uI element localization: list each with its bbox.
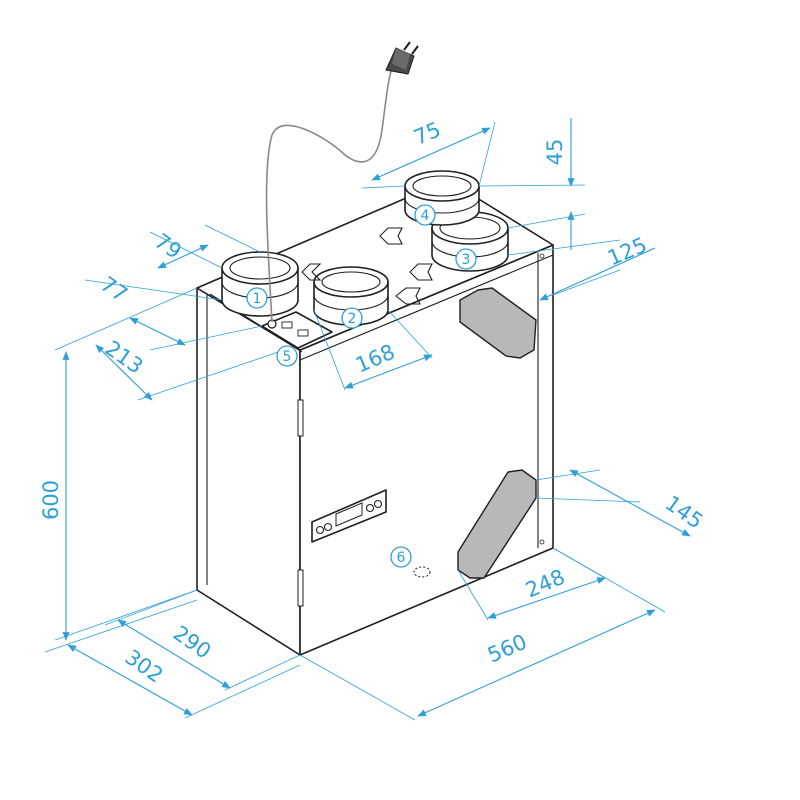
top-control-box	[261, 311, 333, 349]
marker-2: 2	[341, 307, 363, 329]
dimension-145: 145	[535, 469, 708, 537]
dimension-600: 600	[39, 287, 198, 641]
svg-text:248: 248	[522, 565, 568, 603]
duct-connector-2	[313, 266, 389, 326]
svg-text:75: 75	[410, 117, 444, 150]
svg-text:145: 145	[661, 491, 708, 534]
dimension-168: 168	[313, 309, 433, 391]
power-plug-icon	[385, 41, 419, 75]
power-cable	[265, 67, 393, 323]
marker-1: 1	[246, 287, 268, 309]
svg-text:77: 77	[96, 272, 132, 307]
svg-text:302: 302	[121, 645, 168, 688]
svg-text:79: 79	[150, 229, 186, 264]
marker-5: 5	[276, 345, 298, 367]
condensate-drain	[413, 566, 431, 578]
svg-text:560: 560	[484, 630, 530, 668]
svg-text:2: 2	[348, 311, 357, 327]
svg-text:4: 4	[421, 208, 430, 224]
svg-text:125: 125	[604, 233, 650, 271]
marker-3: 3	[455, 248, 477, 270]
svg-text:290: 290	[169, 621, 216, 664]
marker-4: 4	[414, 204, 436, 226]
top-pictograms	[301, 227, 433, 305]
svg-text:45: 45	[543, 139, 567, 166]
svg-text:600: 600	[39, 480, 63, 520]
control-display	[311, 489, 387, 543]
dimension-45: 45	[478, 118, 586, 250]
marker-6: 6	[390, 546, 412, 568]
filter-panel-top	[459, 287, 537, 359]
svg-text:1: 1	[253, 291, 262, 307]
svg-text:3: 3	[462, 252, 471, 268]
unit-left-face	[196, 287, 301, 656]
svg-text:5: 5	[283, 349, 292, 365]
svg-text:6: 6	[397, 550, 406, 566]
